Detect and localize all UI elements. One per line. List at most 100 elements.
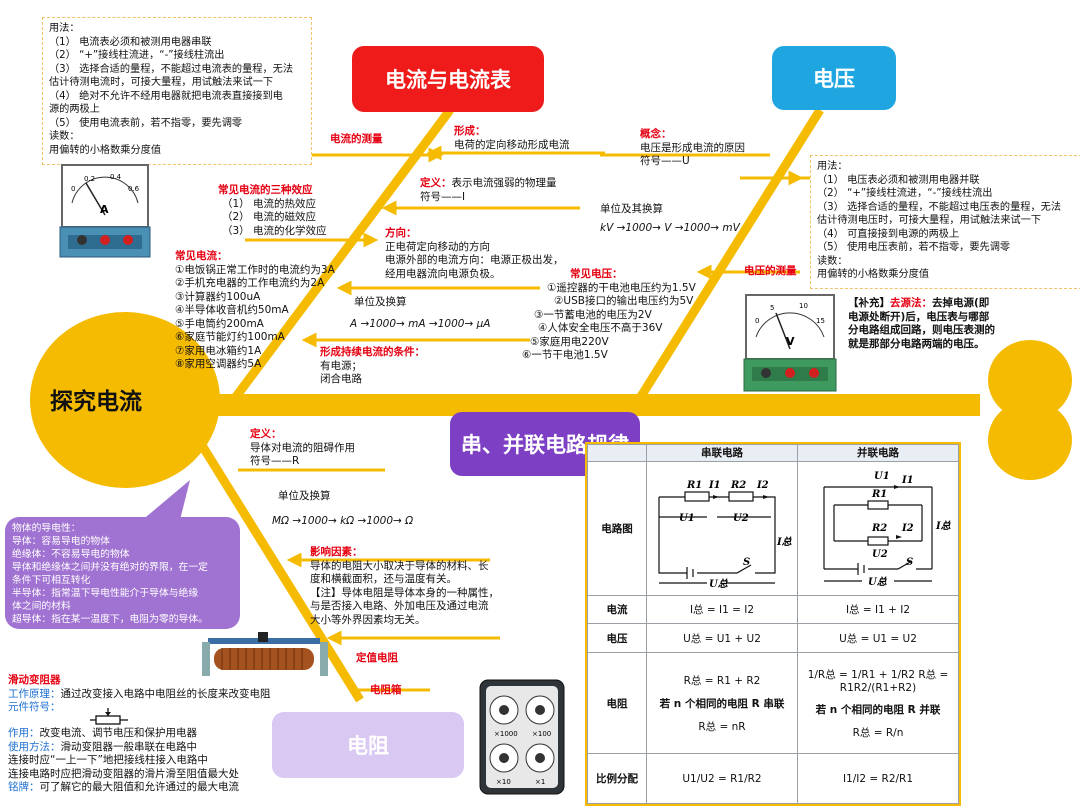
table-row-label: 比例分配 xyxy=(587,753,647,804)
direction-line: 正电荷定向移动的方向 xyxy=(385,240,490,253)
resistance-def-text: 导体对电流的阻碍作用 xyxy=(250,441,355,454)
circuit-label: I总 xyxy=(935,520,952,532)
parallel-circuit-diagram: U1 I1 R1 R2 I2 U2 I总 S U总 xyxy=(797,460,959,596)
series-resistance-formula: R总 = R1 + R2 xyxy=(683,674,761,687)
series-ratio-rule: U1/U2 = R1/R2 xyxy=(646,753,798,804)
common-current-item: ⑤手电筒约200mA xyxy=(175,317,264,330)
note-line: 源的两极上 xyxy=(49,104,100,115)
table-header: 串联电路 xyxy=(646,444,798,462)
dial-label: ×10 xyxy=(496,778,511,786)
common-current-item: ③计算器约100uA xyxy=(175,290,261,303)
rheostat-symbol-icon xyxy=(90,708,128,725)
note-line: 用偏转的小格数乘分度值 xyxy=(817,269,930,280)
resistance-def-symbol: 符号——R xyxy=(250,455,300,467)
factors-line: 导体的电阻大小取决于导体的材料、长 xyxy=(310,559,489,572)
resistance-factors: 影响因素： 导体的电阻大小取决于导体的材料、长 度和横截面积，还与温度有关。 【… xyxy=(310,546,499,627)
current-direction: 方向： 正电荷定向移动的方向 电源外部的电流方向：电源正极出发， 经用电器流向电… xyxy=(385,227,564,281)
resistance-definition: 定义： 导体对电流的阻碍作用 符号——R xyxy=(250,428,355,469)
voltage-concept: 概念： 电压是形成电流的原因 符号——U xyxy=(640,128,745,169)
bone-voltage xyxy=(636,107,824,401)
common-current-item: ②手机充电器的工作电流约为2A xyxy=(175,277,325,289)
current-measure-label: 电流的测量 xyxy=(330,133,383,145)
note-line: （1） 电流表必须和被测用电器串联 xyxy=(49,36,212,48)
factors-line: 与是否接入电路、外加电压及通过电流 xyxy=(310,600,489,612)
note-line: 读数： xyxy=(49,131,80,142)
circuit-label: R2 xyxy=(730,480,746,491)
rheostat-title: 滑动变阻器 xyxy=(8,674,61,686)
circuit-label: S xyxy=(743,557,750,568)
continuous-condition: 形成持续电流的条件： 有电源； 闭合电路 xyxy=(320,346,425,387)
common-current-item: ⑧家用空调器约5A xyxy=(175,358,262,370)
table-row-label: 电流 xyxy=(587,594,647,625)
ammeter-illustration: 0 0.2 0.4 0.6 A xyxy=(59,164,151,258)
supplement-line: 分电路组成回路，则电压表测的 xyxy=(848,324,995,336)
common-voltage-item: ③一节蓄电池的电压为2V xyxy=(534,308,652,321)
direction-label: 方向： xyxy=(385,227,417,239)
circuit-label: R1 xyxy=(686,480,702,491)
common-voltage-item: ④人体安全电压不高于36V xyxy=(538,322,663,334)
rheostat-symbol-label: 元件符号： xyxy=(8,701,61,713)
current-def-symbol: 符号——I xyxy=(420,190,466,203)
circuit-label: U2 xyxy=(733,513,749,524)
conductivity-line: 超导体：指在某一温度下，电阻为零的导体。 xyxy=(12,614,208,625)
rheostat-usage: 作用：改变电流、调节电压和保护用电器 使用方法：滑动变阻器一般串联在电路中 连接… xyxy=(8,727,239,795)
fish-tail-upper xyxy=(988,340,1072,420)
continuous-title: 形成持续电流的条件： xyxy=(320,346,425,358)
supplement-method: 去源法： xyxy=(890,297,932,309)
parallel-current-rule: I总 = I1 + I2 xyxy=(797,594,959,625)
formation: 形成： 电荷的定向移动形成电流 xyxy=(454,125,570,152)
parallel-resistance-formula: 1/R总 = 1/R1 + 1/R2 R总 = R1R2/(R1+R2) xyxy=(807,668,949,694)
circuit-label: U总 xyxy=(868,576,888,588)
voltage-units-formula: kV →1000→ V →1000→ mV xyxy=(600,222,740,234)
conductivity-line: 半导体：指常温下导电性能介于导体与绝缘 xyxy=(12,588,199,599)
factors-line: 度和横截面积，还与温度有关。 xyxy=(310,573,457,585)
circuit-label: U总 xyxy=(709,578,729,589)
note-line: 估计待测电压时，可接大量程，用试触法来试一下 xyxy=(817,215,1042,226)
voltmeter-usage-note: 用法： （1） 电压表必须和被测用电器并联 （2） “+”接线柱流进，“-”接线… xyxy=(810,155,1080,289)
fish-spine xyxy=(150,394,980,416)
series-resistance-n: R总 = nR xyxy=(698,720,746,733)
fixed-resistor-label: 定值电阻 xyxy=(356,652,398,664)
branch-resistance-title: 电阻 xyxy=(272,712,464,778)
ammeter-tick: 0.4 xyxy=(110,173,122,181)
supplement-line: 就是那部分电路两端的电压。 xyxy=(848,337,985,350)
ammeter-tick: 0.2 xyxy=(84,175,95,183)
concept-symbol: 符号——U xyxy=(640,155,690,167)
rheostat-usage: 滑动变阻器一般串联在电路中 xyxy=(60,740,198,753)
series-current-rule: I总 = I1 = I2 xyxy=(646,594,798,625)
current-effects: 常见电流的三种效应 （1） 电流的热效应 （2） 电流的磁效应 （3） 电流的化… xyxy=(218,184,327,238)
voltage-units-title: 单位及其换算 xyxy=(600,203,663,215)
parallel-resistance-note: 若 n 个相同的电阻 R 并联 xyxy=(815,703,941,716)
fish-tail-lower xyxy=(988,400,1072,480)
formation-text: 电荷的定向移动形成电流 xyxy=(454,138,570,151)
supplement-label: 【补充】 xyxy=(848,297,890,309)
rheostat-usage-line: 连接时应“一上一下”地把接线柱接入电路中 xyxy=(8,754,208,766)
note-line: 估计待测电流时，可接大量程，用试触法来试一下 xyxy=(49,77,274,88)
bone-resistance xyxy=(181,415,364,703)
conductivity-line: 体之间的材料 xyxy=(12,601,71,612)
common-voltage-item: ⑤家庭用电220V xyxy=(530,335,609,348)
conductivity-bubble xyxy=(5,517,240,629)
dial-label: ×100 xyxy=(532,730,551,738)
rheostat-principle: 通过改变接入电路中电阻丝的长度来改变电阻 xyxy=(60,687,271,700)
direction-line: 经用电器流向电源负极。 xyxy=(385,267,501,280)
branch-current-title: 电流与电流表 xyxy=(352,46,544,112)
ammeter-letter: A xyxy=(100,203,109,216)
resistance-box-label: 电阻箱 xyxy=(370,684,402,696)
resistance-units-title: 单位及换算 xyxy=(278,490,331,502)
series-circuit-diagram: R1 I1 R2 I2 U1 U2 I总 S U总 xyxy=(646,460,798,596)
common-currents-title: 常见电流： xyxy=(175,250,228,262)
rheostat-effect: 改变电流、调节电压和保护用电器 xyxy=(39,727,198,739)
voltmeter-tick: 0 xyxy=(755,317,759,325)
supplement-note: 【补充】去源法：去掉电源(即 电源处断开)后，电压表与哪部 分电路组成回路，则电… xyxy=(848,297,995,351)
note-line: （3） 选择合适的量程，不能超过电压表的量程，无法 xyxy=(817,201,1062,213)
common-voltage-item: ②USB接口的输出电压约为5V xyxy=(554,295,694,307)
common-current-item: ①电饭锅正常工作时的电流约为3A xyxy=(175,263,335,276)
circuit-label: R2 xyxy=(871,523,887,534)
effects-item: （3） 电流的化学效应 xyxy=(222,224,327,237)
current-units-formula: A →1000→ mA →1000→ μA xyxy=(350,318,491,330)
circuit-label: S xyxy=(906,557,913,568)
common-voltage-item: ①遥控器的干电池电压约为1.5V xyxy=(547,281,696,294)
voltmeter-tick: 10 xyxy=(799,302,808,310)
ammeter-tick: 0.6 xyxy=(128,185,140,193)
